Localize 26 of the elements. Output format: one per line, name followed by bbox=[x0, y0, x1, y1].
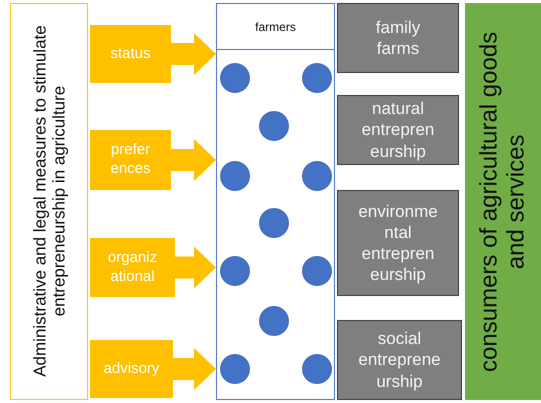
box-label: natural entrepren eurship bbox=[362, 98, 434, 162]
vertical-label: consumers of agricultural goods and services bbox=[476, 30, 530, 374]
box-label: prefer ences bbox=[110, 141, 151, 179]
block-arrow bbox=[173, 348, 216, 390]
box-label: family farms bbox=[376, 16, 420, 60]
box-label: environme ntal entrepren eurship bbox=[358, 200, 438, 286]
box-label: advisory bbox=[104, 360, 160, 378]
vertical-label: Administrative and legal measures to stimulate entrepreneurship in agriculture bbox=[30, 24, 68, 380]
entrepreneurship-box bbox=[337, 3, 459, 73]
box-label: social entreprene urship bbox=[358, 328, 441, 392]
measure-box bbox=[90, 130, 171, 190]
column-header: farmers bbox=[217, 4, 334, 50]
entrepreneurship-box bbox=[337, 320, 462, 400]
entrepreneurship-box bbox=[337, 95, 459, 165]
measure-box bbox=[90, 25, 171, 83]
measure-box bbox=[90, 340, 173, 398]
farmers-panel bbox=[216, 3, 335, 400]
block-arrow bbox=[175, 246, 216, 288]
block-arrow bbox=[171, 139, 216, 181]
measures-panel bbox=[10, 3, 88, 400]
block-arrow bbox=[171, 33, 216, 75]
measure-box bbox=[90, 238, 175, 297]
consumers-band bbox=[465, 3, 541, 400]
entrepreneurship-box bbox=[337, 190, 459, 296]
box-label: organiz ational bbox=[108, 248, 158, 286]
box-label: status bbox=[110, 44, 151, 64]
